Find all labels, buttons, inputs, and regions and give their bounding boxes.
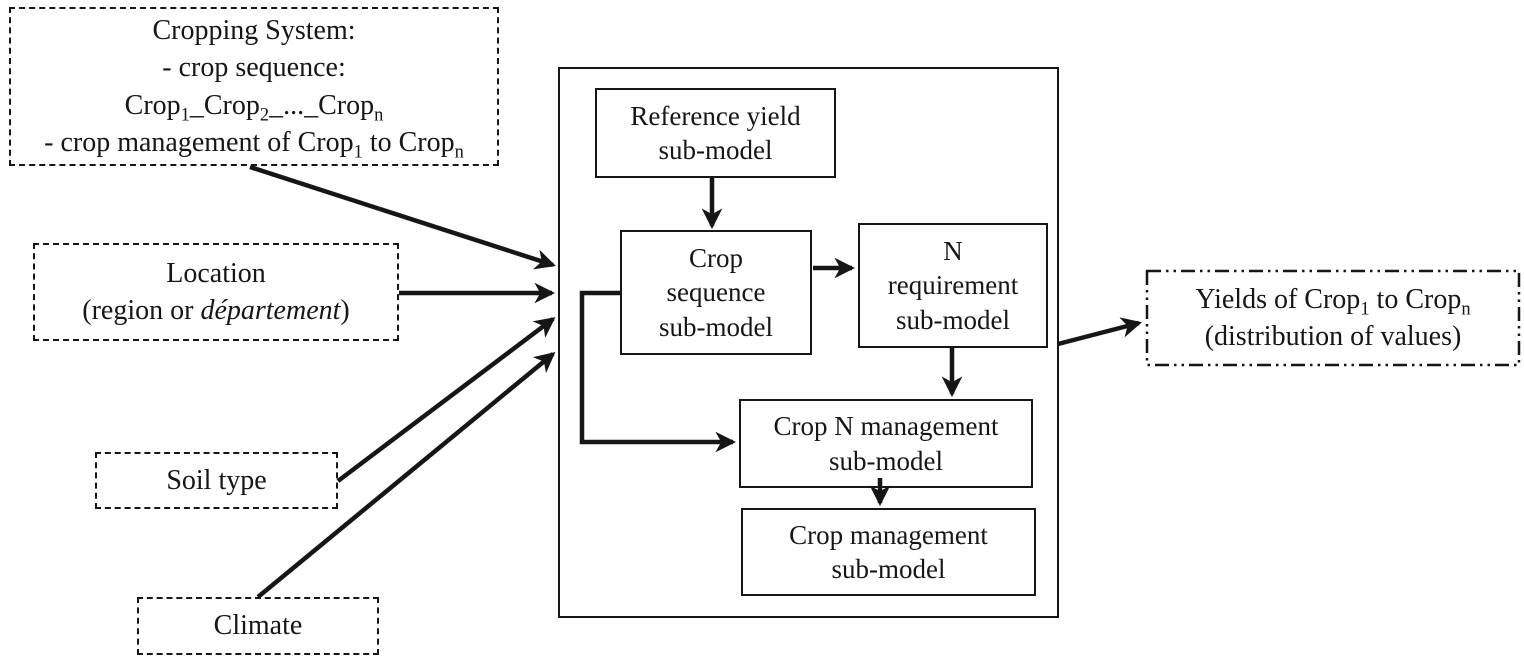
crop-n-management-line1: Crop N management: [773, 411, 999, 442]
cropping-system-management-label: - crop management of Crop1 to Cropn: [44, 126, 464, 162]
n-requirement-line2: requirement: [887, 270, 1019, 301]
submodel-n-requirement: N requirement sub-model: [858, 223, 1048, 348]
arrow-model-to-yields: [1057, 317, 1143, 347]
output-box-yields: Yields of Crop1 to Cropn (distribution o…: [1146, 270, 1520, 366]
submodel-crop-n-management: Crop N management sub-model: [739, 399, 1033, 488]
crop-sequence-line1: Crop: [689, 243, 743, 274]
crop-management-line2: sub-model: [831, 554, 946, 584]
climate-label: Climate: [213, 610, 303, 642]
soil-type-label: Soil type: [166, 464, 267, 496]
cropping-system-sequence-formula: Crop1_Crop2_..._Cropn: [124, 89, 384, 125]
submodel-reference-yield: Reference yield sub-model: [595, 88, 836, 178]
reference-yield-line2: sub-model: [658, 135, 773, 165]
crop-sequence-line3: sub-model: [659, 311, 773, 342]
crop-management-line1: Crop management: [789, 519, 988, 550]
arrow-soil-type-to-model: [336, 317, 556, 483]
yields-subtitle: (distribution of values): [1204, 321, 1462, 352]
cropping-system-title: Cropping System:: [152, 15, 356, 47]
crop-sequence-line2: sequence: [666, 277, 766, 308]
input-box-soil-type: Soil type: [95, 452, 338, 509]
reference-yield-line1: Reference yield: [630, 100, 801, 131]
input-box-location: Location (region or département): [33, 243, 399, 341]
n-requirement-line1: N: [943, 236, 963, 267]
input-box-cropping-system: Cropping System: - crop sequence: Crop1_…: [9, 7, 499, 166]
location-title: Location: [166, 257, 266, 289]
cropping-system-sequence-label: - crop sequence:: [162, 52, 346, 84]
yields-title: Yields of Crop1 to Cropn: [1195, 283, 1471, 319]
n-requirement-line3: sub-model: [896, 304, 1010, 335]
submodel-crop-sequence: Crop sequence sub-model: [620, 230, 812, 355]
input-box-climate: Climate: [137, 597, 379, 655]
submodel-crop-management: Crop management sub-model: [741, 508, 1036, 596]
crop-n-management-line2: sub-model: [829, 445, 943, 476]
location-subtitle: (region or département): [82, 295, 350, 326]
